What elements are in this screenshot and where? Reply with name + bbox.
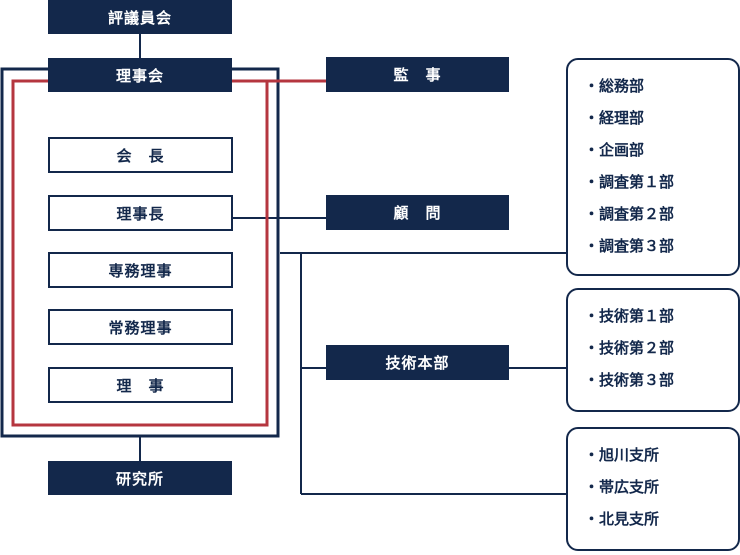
- list-item: 調査第１部: [592, 166, 738, 198]
- list-item: 技術第３部: [592, 364, 738, 396]
- list-item: 調査第２部: [592, 198, 738, 230]
- officer-label: 専務理事: [108, 261, 173, 280]
- list-item: 帯広支所: [592, 471, 738, 503]
- branches-box: 旭川支所 帯広支所 北見支所: [566, 427, 740, 551]
- tech-hq-label: 技術本部: [385, 354, 450, 372]
- officer-box-managing-director: 常務理事: [48, 309, 233, 345]
- list-item: 技術第１部: [592, 300, 738, 332]
- officer-box-director: 理 事: [48, 367, 233, 403]
- list-item: 調査第３部: [592, 230, 738, 262]
- departments-box: 総務部 経理部 企画部 調査第１部 調査第２部 調査第３部: [566, 58, 740, 276]
- tech-hq-box: 技術本部: [326, 345, 509, 380]
- officer-label: 理事長: [116, 204, 165, 223]
- officer-label: 常務理事: [108, 318, 173, 337]
- auditor-label: 監 事: [393, 66, 442, 84]
- list-item: 総務部: [592, 70, 738, 102]
- institute-label: 研究所: [115, 469, 164, 488]
- list-item: 北見支所: [592, 503, 738, 535]
- list-item: 企画部: [592, 134, 738, 166]
- board-label: 理事会: [115, 66, 164, 85]
- list-item: 経理部: [592, 102, 738, 134]
- tech-departments-box: 技術第１部 技術第２部 技術第３部: [566, 288, 740, 412]
- council-label: 評議員会: [107, 8, 172, 27]
- officer-box-senior-managing-director: 専務理事: [48, 252, 233, 288]
- list-item: 技術第２部: [592, 332, 738, 364]
- officer-box-chairman: 会 長: [48, 137, 233, 173]
- officer-label: 理 事: [116, 376, 165, 395]
- list-item: 旭川支所: [592, 439, 738, 471]
- institute-box: 研究所: [48, 461, 232, 495]
- officer-label: 会 長: [116, 146, 165, 165]
- board-box: 理事会: [48, 58, 232, 92]
- council-box: 評議員会: [48, 0, 232, 34]
- advisor-box: 顧 問: [326, 195, 509, 230]
- auditor-box: 監 事: [326, 57, 509, 92]
- officer-box-president: 理事長: [48, 195, 233, 231]
- advisor-label: 顧 問: [393, 204, 442, 222]
